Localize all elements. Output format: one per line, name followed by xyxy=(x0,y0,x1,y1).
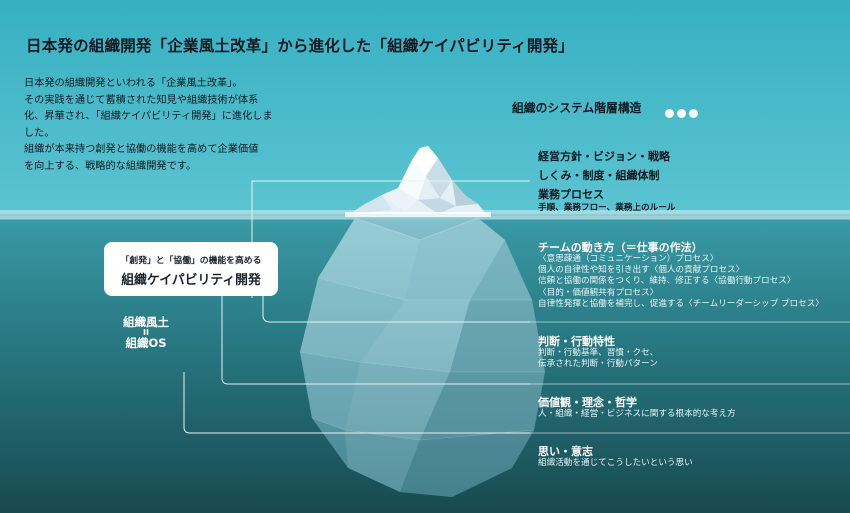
intro-line: 日本発の組織開発といわれる「企業風土改革」。 xyxy=(24,78,243,89)
level-team-line: 自律性発揮と協働を補完し、促進する〈チームリーダーシップ プロセス〉 xyxy=(538,298,824,309)
level-judgment-lines: 判断・行動基準、習慣・クセ、 伝承された判断・行動パターン xyxy=(538,348,658,370)
level-values-title: 価値観・理念・哲学 xyxy=(538,396,637,409)
level-values-lines: 人・組織・経営・ビジネスに関する根本的な考え方 xyxy=(538,409,736,420)
dots-icon xyxy=(665,103,701,122)
level-team-line: 個人の自律性や知を引き出す〈個人の貢献プロセス〉 xyxy=(538,265,745,276)
intro-line: した。 xyxy=(24,127,55,139)
callout-subtitle: 「創発」と「協働」の機能を高める xyxy=(120,256,262,266)
intro-line: 組織が本来持つ創発と協働の機能を高めて企業価値 xyxy=(24,144,259,156)
level-will-title: 思い・意志 xyxy=(538,445,593,458)
intro-line: その実践を通じて蓄積された知見や組織技術が体系 xyxy=(24,94,259,106)
os-label-top: 組織風土 xyxy=(123,315,169,329)
level-team-line: 信頼と協働の関係をつくり、維持、修正する〈協働行動プロセス〉 xyxy=(538,276,796,287)
level-process-sub: 手順、業務フロー、業務上のルール xyxy=(538,203,676,213)
system-hierarchy-title: 組織のシステム階層構造 xyxy=(512,101,642,115)
organization-os-label: 組織風土 II 組織OS xyxy=(100,316,192,349)
iceberg-underwater xyxy=(299,217,545,497)
level-will-lines: 組織活動を通じてこうしたいという思い xyxy=(538,458,693,469)
level-judgment-line: 判断・行動基準、習慣・クセ、 xyxy=(538,348,659,358)
level-will-line: 組織活動を通じてこうしたいという思い xyxy=(538,458,693,468)
intro-line: 化、昇華され、「組織ケイパビリティ開発」に進化しま xyxy=(24,111,273,123)
intro-text: 日本発の組織開発といわれる「企業風土改革」。 その実践を通じて蓄積された知見や組… xyxy=(24,76,273,176)
level-structure: しくみ・制度・組織体制 xyxy=(538,169,660,182)
level-judgment-line: 伝承された判断・行動パターン xyxy=(538,359,658,370)
level-team-title: チームの動き方（＝仕事の作法） xyxy=(538,241,703,254)
callout-title: 組織ケイパビリティ開発 xyxy=(121,273,261,288)
os-label-equals: II xyxy=(143,328,149,337)
level-values-line: 人・組織・経営・ビジネスに関する根本的な考え方 xyxy=(538,409,736,419)
level-strategy: 経営方針・ビジョン・戦略 xyxy=(538,150,670,163)
iceberg-tip xyxy=(345,146,491,217)
level-process: 業務プロセス xyxy=(538,188,604,201)
level-team-line: 〈目的・価値観共有プロセス〉 xyxy=(538,287,659,298)
capability-callout: 「創発」と「協働」の機能を高める 組織ケイパビリティ開発 xyxy=(104,242,278,296)
level-team-line: 〈意思疎通（コミュニケーション）プロセス〉 xyxy=(538,254,719,264)
level-divider-lines xyxy=(530,321,850,434)
os-label-bottom: 組織OS xyxy=(125,336,167,350)
intro-line: を向上する、戦略的な組織開発です。 xyxy=(24,160,197,172)
level-judgment-title: 判断・行動特性 xyxy=(538,335,615,348)
level-team-lines: 〈意思疎通（コミュニケーション）プロセス〉 個人の自律性や知を引き出す〈個人の貢… xyxy=(538,254,824,310)
page-title: 日本発の組織開発「企業風土改革」から進化した「組織ケイパビリティ開発」 xyxy=(26,37,574,55)
